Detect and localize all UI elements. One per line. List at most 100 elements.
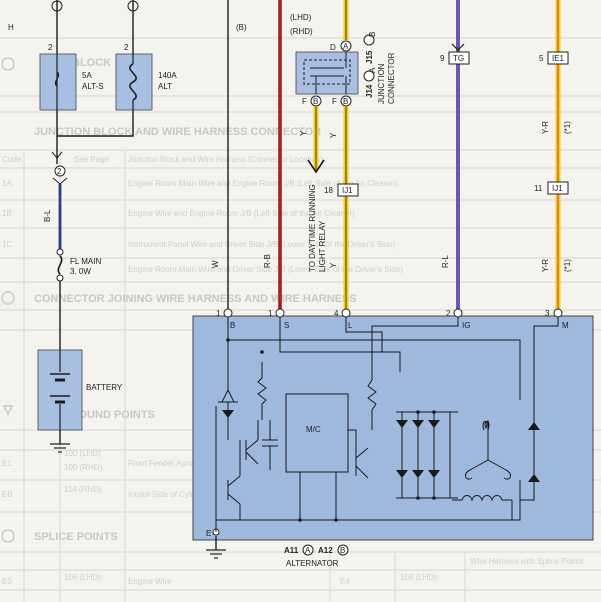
svg-text:B: B [230,321,235,330]
fusible-link-name: FL MAIN [70,257,101,266]
bg-section-title: GROUND POINTS [62,409,155,421]
bg-code: 1C [2,240,12,249]
connector-ij1-second: IJ1 11 [534,181,569,195]
bg-header-fragment: BLOCK [72,57,111,69]
ground-symbol [206,549,226,559]
bg-header-fragment: Wire Harness with Splice Points [470,557,583,566]
svg-text:E: E [206,529,211,538]
svg-text:3: 3 [545,309,550,318]
wire-color-label: Y [299,130,308,136]
svg-text:2: 2 [446,309,451,318]
alternator-code: B [340,546,345,555]
bg-page-ref: 108 (LHD) [400,573,437,582]
bg-row-text: Engine Room Main Wire and Engine Room J/… [128,179,398,188]
wire-note: (*1) [563,259,572,272]
connector-pin: 11 [534,184,543,193]
svg-text:IG: IG [462,321,470,330]
fuse-pin-label: 2 [124,43,129,52]
fuse-rating: 5A [82,71,92,80]
bg-code: 1B [2,209,12,218]
alternator-pin-ig: 2 IG [446,308,470,330]
bg-page-ref: 100 (LHD) [64,449,101,458]
jc-label: JUNCTION [377,63,386,104]
ground-symbol [50,443,70,453]
jc-label: CONNECTOR [387,52,396,104]
alternator-label-group: A11 A A12 B ALTERNATOR [284,544,349,568]
wire-color-label: W [211,260,220,268]
svg-text:M: M [562,321,569,330]
daytime-relay-note: LIGHT RELAY [318,220,327,272]
bg-code: EB [2,490,13,499]
fuse-alt: 2 140A ALT [115,0,177,111]
bg-row-text: Engine Room Main Wire and Driver Side J/… [128,265,403,274]
alternator-code: A11 [284,546,299,555]
wire-note: (*1) [563,121,572,134]
bg-header-fragment: Code [2,155,22,164]
bg-code: E1 [2,459,12,468]
svg-text:4: 4 [334,309,339,318]
alternator: 1 B 1 S 4 L 2 IG 3 M E [192,308,594,541]
jc-pin-connector: B [343,97,348,106]
jc-pin: D [330,43,336,52]
connector-code: TG [453,54,464,63]
wire-color-label: R-B [263,254,272,268]
bg-row-text: Front Fender Apron LH [128,459,210,468]
connector-code: IJ1 [552,184,563,193]
svg-text:1: 1 [216,309,221,318]
fusible-link-fl-main: FL MAIN 3. 0W [56,248,101,282]
wire-color-label: Y-R [541,121,550,134]
fuse-pin-label: 2 [48,43,53,52]
bg-section-title: JUNCTION BLOCK AND WIRE HARNESS CONNECTO… [34,126,321,138]
bg-section-title: CONNECTOR JOINING WIRE HARNESS AND WIRE … [34,293,357,305]
bg-page-ref: 114 (RHD) [64,485,102,494]
jc-code: J15 [365,50,374,64]
connector-pin: 9 [440,54,445,63]
wire-color-label: Y [329,132,338,138]
fusible-link-size: 3. 0W [70,267,91,276]
battery-label: BATTERY [86,383,123,392]
jc-code: J14 [365,84,374,98]
svg-text:1: 1 [268,309,273,318]
jc-code: B [368,32,377,37]
connector-pin: 18 [324,186,333,195]
fuse-rating: 140A [158,71,177,80]
fuse-name: ALT [158,82,172,91]
connector-pin: 5 [539,54,544,63]
bg-header-fragment: See Page [74,155,110,164]
top-lhd-fragment: (LHD) [290,13,312,22]
bg-code: E4 [340,577,350,586]
bg-page-ref: 100 (RHD) [64,463,103,472]
connector-ij1: IJ1 18 [324,183,359,197]
bg-code: E3 [2,577,12,586]
jc-code: A [368,67,377,73]
bg-row-text: Instrument Panel Wire and Driver Side J/… [128,240,396,249]
connector-code: IE1 [552,54,565,63]
top-code-fragment: (B) [236,23,247,32]
bg-row-text: Engine Wire and Engine Room J/B (Left Si… [128,209,355,218]
svg-text:L: L [348,321,353,330]
wire-color-label: Y [329,262,338,268]
alternator-label: ALTERNATOR [286,559,339,568]
bg-page-ref: 106 (LHD) [64,573,101,582]
top-rhd-fragment: (RHD) [290,27,313,36]
bg-section-title: SPLICE POINTS [34,531,118,543]
battery: BATTERY [37,349,123,431]
connector-ie1: IE1 5 [539,51,569,65]
bg-row-text: Intake Side of Cylinder Block [128,490,231,499]
svg-text:S: S [284,321,289,330]
jc-pin-connector: B [313,97,318,106]
ic-label: M/C [306,425,321,434]
wire-color-label: R-L [441,255,450,268]
fuse-name: ALT-S [82,82,104,91]
connector-tg: TG 9 [440,51,470,65]
jc-pin: F [302,97,307,106]
wire-color-label: B-L [43,209,52,222]
jc-pin-connector: A [343,42,349,51]
jc-pin: F [332,97,337,106]
bg-header-fragment: Junction Block and Wire Harness (Connect… [128,155,323,164]
bg-row-text: Engine Wire [128,577,172,586]
fuse-alt-s: 2 5A ALT-S [39,0,104,111]
fusible-link-connector-pin: 2 [57,167,62,176]
alternator-code: A [305,546,311,555]
